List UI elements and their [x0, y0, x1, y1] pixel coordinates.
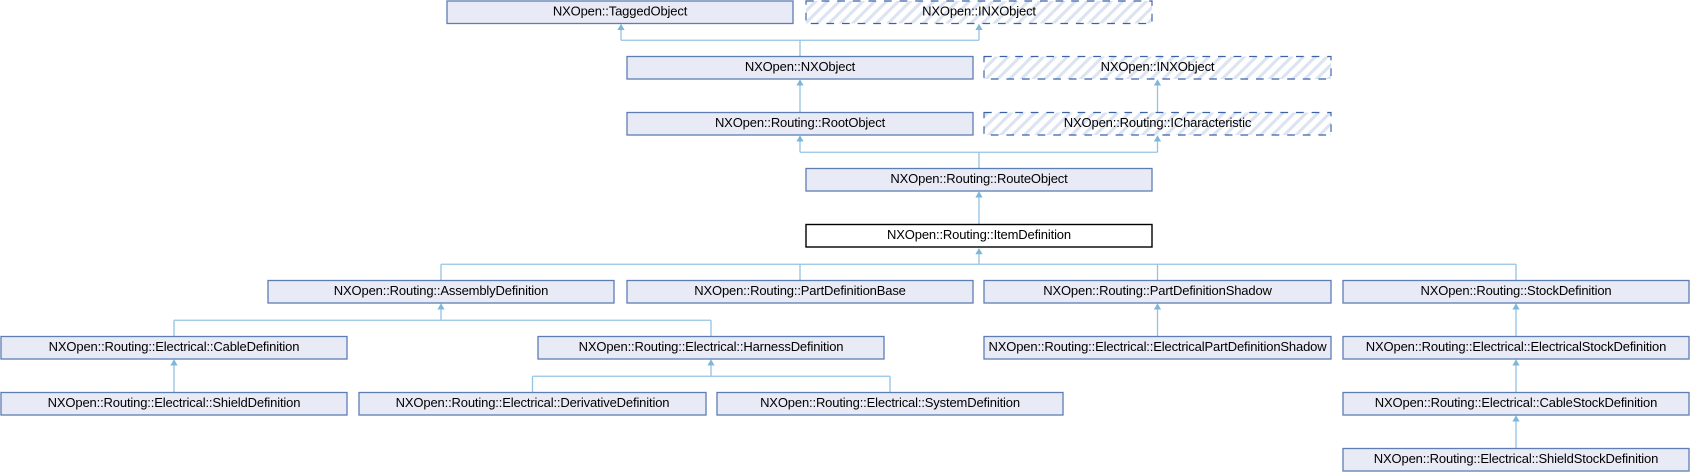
svg-text:NXOpen::Routing::RootObject: NXOpen::Routing::RootObject	[715, 115, 886, 130]
svg-text:NXOpen::Routing::ICharacterist: NXOpen::Routing::ICharacteristic	[1064, 115, 1252, 130]
svg-text:NXOpen::Routing::StockDefiniti: NXOpen::Routing::StockDefinition	[1420, 283, 1611, 298]
svg-text:NXOpen::Routing::Electrical::E: NXOpen::Routing::Electrical::ElectricalS…	[1366, 339, 1666, 354]
svg-text:NXOpen::Routing::Electrical::D: NXOpen::Routing::Electrical::DerivativeD…	[396, 395, 670, 410]
svg-text:NXOpen::INXObject: NXOpen::INXObject	[1101, 59, 1215, 74]
svg-text:NXOpen::Routing::PartDefinitio: NXOpen::Routing::PartDefinitionShadow	[1043, 283, 1272, 298]
svg-text:NXOpen::Routing::Electrical::E: NXOpen::Routing::Electrical::ElectricalP…	[989, 339, 1328, 354]
svg-text:NXOpen::Routing::AssemblyDefin: NXOpen::Routing::AssemblyDefinition	[334, 283, 548, 298]
svg-text:NXOpen::INXObject: NXOpen::INXObject	[922, 4, 1036, 19]
svg-text:NXOpen::Routing::Electrical::H: NXOpen::Routing::Electrical::HarnessDefi…	[579, 339, 844, 354]
svg-text:NXOpen::TaggedObject: NXOpen::TaggedObject	[553, 4, 688, 19]
svg-text:NXOpen::Routing::Electrical::S: NXOpen::Routing::Electrical::SystemDefin…	[760, 395, 1020, 410]
svg-text:NXOpen::NXObject: NXOpen::NXObject	[745, 59, 856, 74]
svg-text:NXOpen::Routing::Electrical::C: NXOpen::Routing::Electrical::CableStockD…	[1375, 395, 1657, 410]
svg-text:NXOpen::Routing::Electrical::S: NXOpen::Routing::Electrical::ShieldDefin…	[48, 395, 301, 410]
svg-text:NXOpen::Routing::RouteObject: NXOpen::Routing::RouteObject	[890, 171, 1068, 186]
svg-text:NXOpen::Routing::Electrical::S: NXOpen::Routing::Electrical::ShieldStock…	[1374, 451, 1658, 466]
svg-text:NXOpen::Routing::Electrical::C: NXOpen::Routing::Electrical::CableDefini…	[49, 339, 300, 354]
svg-text:NXOpen::Routing::PartDefinitio: NXOpen::Routing::PartDefinitionBase	[694, 283, 906, 298]
svg-text:NXOpen::Routing::ItemDefinitio: NXOpen::Routing::ItemDefinition	[887, 227, 1071, 242]
